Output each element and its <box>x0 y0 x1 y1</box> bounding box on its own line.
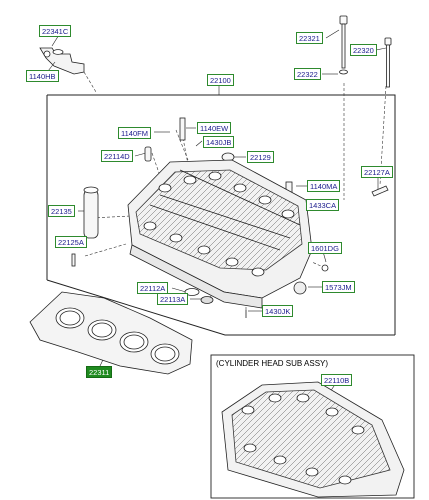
part-label-22135[interactable]: 22135 <box>48 205 75 217</box>
part-label-1140ma[interactable]: 1140MA <box>307 180 341 192</box>
part-label-1140hb[interactable]: 1140HB <box>26 70 59 82</box>
small-parts <box>71 117 389 318</box>
sub-assembly-title: (CYLINDER HEAD SUB ASSY) <box>216 359 329 368</box>
part-label-22114d[interactable]: 22114D <box>101 150 133 162</box>
part-label-22125a[interactable]: 22125A <box>55 236 87 248</box>
part-label-1433ca[interactable]: 1433CA <box>306 199 340 211</box>
sub-assy-cylinder-head <box>221 381 405 498</box>
part-label-22322[interactable]: 22322 <box>294 68 321 80</box>
part-label-1140ew[interactable]: 1140EW <box>197 122 232 134</box>
part-label-1140fm[interactable]: 1140FM <box>118 127 151 139</box>
part-label-22112a[interactable]: 22112A <box>137 282 169 294</box>
main-assembly-frame <box>46 94 396 336</box>
head-bolt-22320 <box>384 37 392 88</box>
sub-assembly-frame <box>210 354 415 499</box>
part-label-22341c[interactable]: 22341C <box>39 25 72 37</box>
head-gasket <box>29 291 193 375</box>
part-label-1430jk[interactable]: 1430JK <box>262 305 294 317</box>
part-label-1573jm[interactable]: 1573JM <box>322 281 355 293</box>
part-label-22129[interactable]: 22129 <box>247 151 274 163</box>
part-label-1430jb[interactable]: 1430JB <box>203 136 235 148</box>
part-label-1601dg[interactable]: 1601DG <box>308 242 342 254</box>
part-label-22113a[interactable]: 22113A <box>157 293 189 305</box>
part-label-22127a[interactable]: 22127A <box>361 166 393 178</box>
part-label-22321[interactable]: 22321 <box>296 32 323 44</box>
head-bolt-22321 <box>339 15 348 75</box>
part-label-22110b[interactable]: 22110B <box>321 374 353 386</box>
part-label-22320[interactable]: 22320 <box>350 44 377 56</box>
part-label-22311[interactable]: 22311 <box>86 366 113 378</box>
cylinder-head-body <box>127 159 313 309</box>
part-label-22100[interactable]: 22100 <box>207 74 234 86</box>
